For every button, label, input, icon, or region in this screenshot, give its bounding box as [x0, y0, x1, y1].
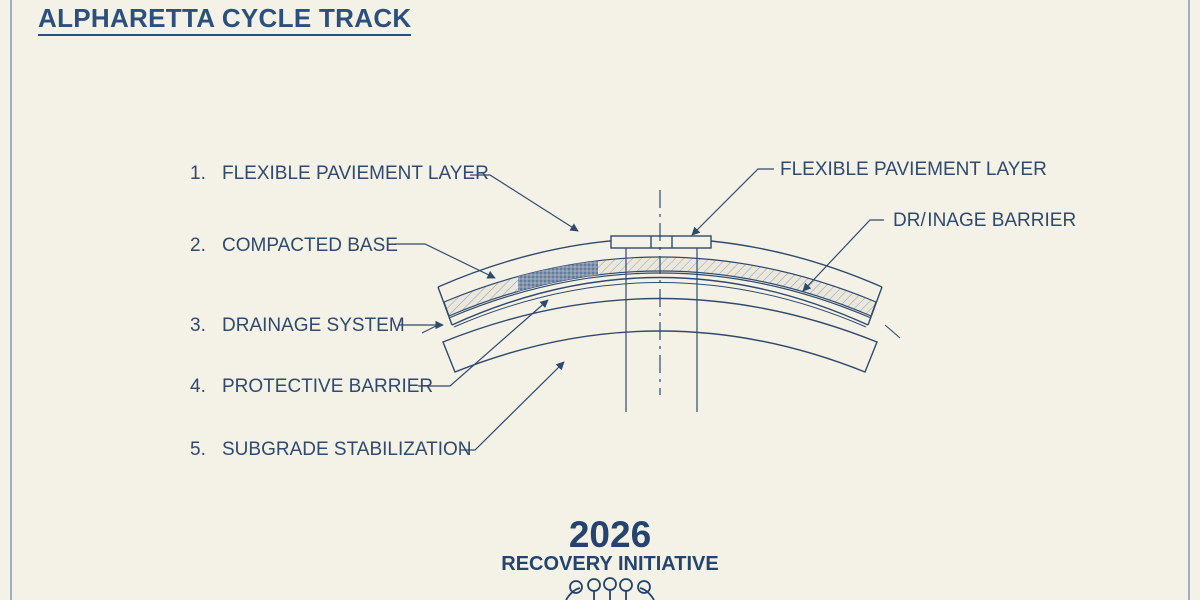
legend-label: DRAINAGE SYSTEM	[222, 315, 405, 336]
legend-item-3: 3. DRAINAGE SYSTEM	[190, 315, 405, 337]
legend-number: 5.	[190, 439, 206, 460]
initiative-label: RECOVERY INITIATIVE	[501, 553, 719, 575]
legend-label: COMPACTED BASE	[222, 235, 398, 256]
leader-line-1	[470, 174, 579, 232]
leader-line-2	[395, 243, 496, 279]
pavement-cap	[610, 235, 712, 249]
emblem-icon	[565, 577, 655, 600]
legend-number: 1.	[190, 163, 206, 184]
protective-barrier	[442, 297, 878, 373]
initiative-year: 2026	[568, 514, 652, 555]
leader-line-5	[460, 361, 565, 451]
legend-number: 3.	[190, 315, 206, 336]
legend-number: 4.	[190, 376, 206, 397]
legend-item-5: 5. SUBGRADE STABILIZATION	[190, 439, 472, 461]
callout-pavement-layer: FLEXIBLE PAVIEMENT LAYER	[780, 159, 1047, 180]
frame-left-border	[10, 0, 12, 600]
legend-item-4: 4. PROTECTIVE BARRIER	[190, 376, 433, 398]
frame-right-border	[1188, 0, 1190, 600]
legend-item-2: 2. COMPACTED BASE	[190, 235, 398, 257]
legend-number: 2.	[190, 235, 206, 256]
base-layer-outline	[451, 276, 869, 326]
leader-line-4	[418, 299, 549, 387]
legend-label: PROTECTIVE BARRIER	[222, 376, 434, 397]
callout-drainage-barrier: DR/ INAGE BARRIER	[893, 210, 1077, 231]
leader-line-top-right	[691, 168, 774, 236]
leader-line-right	[802, 219, 884, 292]
diagram-title: ALPHARETTA CYCLE TRACK	[38, 4, 412, 36]
legend-label: FLEXIBLE PAVIEMENT LAYER	[222, 163, 489, 184]
gravel-section	[518, 260, 598, 292]
legend-label: SUBGRADE STABILIZATION	[222, 439, 472, 460]
legend-item-1: 1. FLEXIBLE PAVIEMENT LAYER	[190, 163, 489, 185]
